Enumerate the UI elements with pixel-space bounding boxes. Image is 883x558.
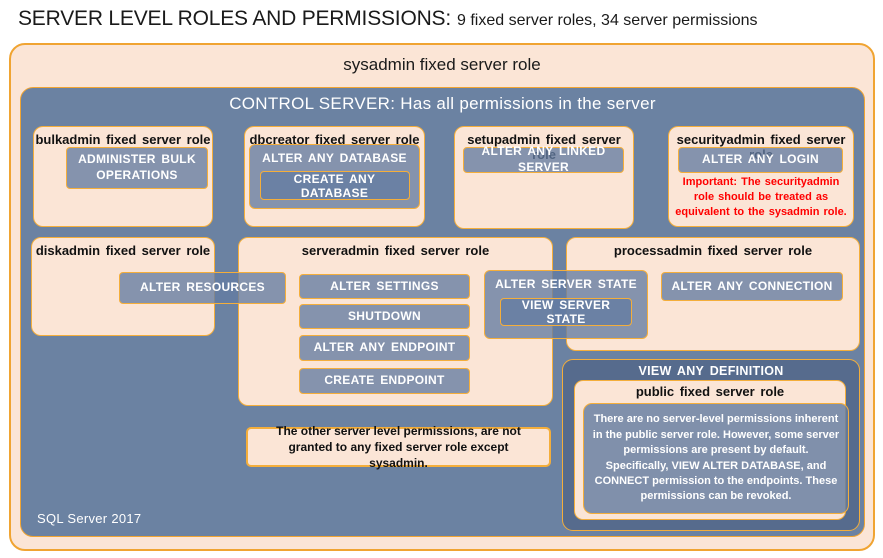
sql-server-version-label: SQL Server 2017 xyxy=(37,511,142,526)
diskadmin-role-label: diskadmin fixed server role xyxy=(35,243,211,258)
page-title: SERVER LEVEL ROLES AND PERMISSIONS: 9 fix… xyxy=(18,7,758,31)
sysadmin-role-container: sysadmin fixed server role CONTROL SERVE… xyxy=(9,43,875,551)
permission-administer-bulk-operations: ADMINISTER BULK OPERATIONS xyxy=(66,147,208,189)
permission-create-endpoint: CREATE ENDPOINT xyxy=(299,368,470,394)
control-server-header: CONTROL SERVER: Has all permissions in t… xyxy=(229,94,656,113)
permission-alter-server-state: ALTER SERVER STATE VIEW SERVER STATE xyxy=(484,270,648,339)
securityadmin-warning-note: Important: The securityadmin role should… xyxy=(675,176,847,218)
permission-alter-resources: ALTER RESOURCES xyxy=(119,272,286,304)
permission-shutdown: SHUTDOWN xyxy=(299,304,470,329)
permission-alter-any-database-label: ALTER ANY DATABASE xyxy=(262,151,407,165)
permission-alter-any-login: ALTER ANY LOGIN xyxy=(678,147,843,173)
setupadmin-role-box: setupadmin fixed server role xyxy=(454,126,634,229)
control-server-container: CONTROL SERVER: Has all permissions in t… xyxy=(20,87,865,537)
securityadmin-role-box: securityadmin fixed server role Importan… xyxy=(668,126,854,227)
bulkadmin-role-label: bulkadmin fixed server role xyxy=(35,132,211,147)
sysadmin-role-label: sysadmin fixed server role xyxy=(343,55,541,74)
page-title-sub: 9 fixed server roles, 34 server permissi… xyxy=(457,12,758,29)
permission-alter-any-database: ALTER ANY DATABASE CREATE ANY DATABASE xyxy=(249,144,420,209)
view-any-definition-box: VIEW ANY DEFINITION public fixed server … xyxy=(562,359,860,531)
permission-alter-any-endpoint: ALTER ANY ENDPOINT xyxy=(299,335,470,361)
dbcreator-role-label: dbcreator fixed server role xyxy=(249,132,420,147)
permission-alter-any-connection: ALTER ANY CONNECTION xyxy=(661,272,843,301)
serveradmin-role-label: serveradmin fixed server role xyxy=(301,243,490,258)
footnote-box: The other server level permissions, are … xyxy=(246,424,551,470)
public-role-note: There are no server-level permissions in… xyxy=(583,403,849,514)
processadmin-role-label: processadmin fixed server role xyxy=(613,243,813,258)
public-role-box: public fixed server role There are no se… xyxy=(574,380,849,520)
page-title-main: SERVER LEVEL ROLES AND PERMISSIONS: xyxy=(18,7,451,30)
permission-alter-settings: ALTER SETTINGS xyxy=(299,274,470,299)
permission-alter-any-linked-server: ALTER ANY LINKED SERVER xyxy=(463,144,624,174)
permission-create-any-database: CREATE ANY DATABASE xyxy=(259,171,410,200)
permission-view-server-state: VIEW SERVER STATE xyxy=(500,298,632,326)
view-any-definition-label: VIEW ANY DEFINITION xyxy=(638,364,784,378)
permission-alter-server-state-label: ALTER SERVER STATE xyxy=(495,277,637,291)
public-role-label: public fixed server role xyxy=(635,384,785,399)
